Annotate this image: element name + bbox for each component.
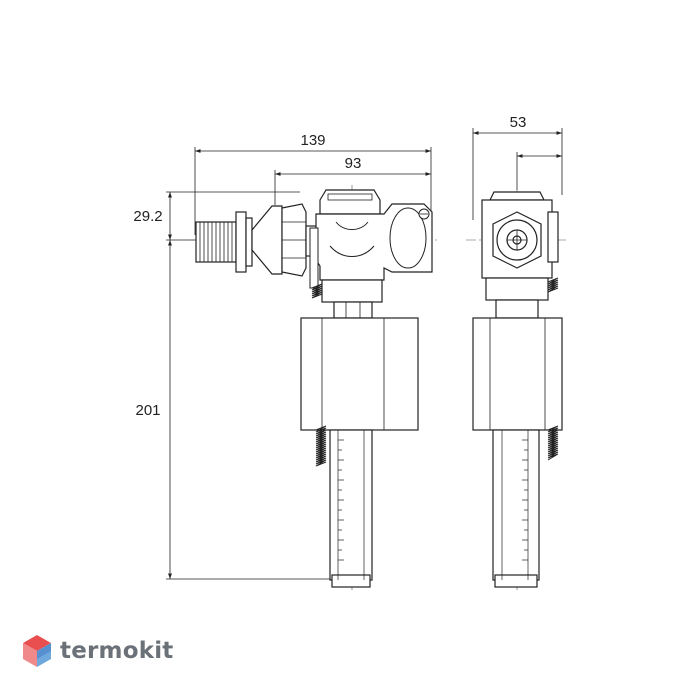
side-view bbox=[472, 191, 563, 588]
dimension-side-width: 53 bbox=[510, 114, 527, 131]
upper-spring bbox=[311, 283, 323, 299]
side-riser-tube bbox=[492, 429, 540, 581]
lower-spring bbox=[315, 425, 327, 467]
float-box bbox=[300, 317, 419, 431]
side-float-box bbox=[472, 317, 563, 431]
dimension-valve-length: 93 bbox=[345, 155, 362, 172]
brand-name: termokit bbox=[60, 638, 174, 664]
side-upper-spring bbox=[547, 277, 559, 293]
side-lower-spring bbox=[547, 425, 559, 461]
inlet-washer bbox=[245, 217, 253, 267]
side-cap bbox=[489, 191, 545, 201]
valve-body bbox=[315, 203, 433, 281]
cube-icon bbox=[23, 635, 51, 667]
dimension-thread-offset: 29.2 bbox=[133, 208, 162, 225]
riser-tube bbox=[329, 429, 373, 581]
threaded-inlet bbox=[195, 221, 237, 263]
termokit-logo: termokit bbox=[22, 634, 173, 668]
dimension-lines bbox=[166, 128, 563, 580]
inlet-flange bbox=[251, 205, 283, 275]
dimension-total-length: 139 bbox=[300, 132, 325, 149]
inlet-nut bbox=[235, 211, 247, 273]
front-view bbox=[195, 189, 433, 588]
dimension-height: 201 bbox=[135, 402, 160, 419]
valve-stem bbox=[321, 279, 383, 303]
